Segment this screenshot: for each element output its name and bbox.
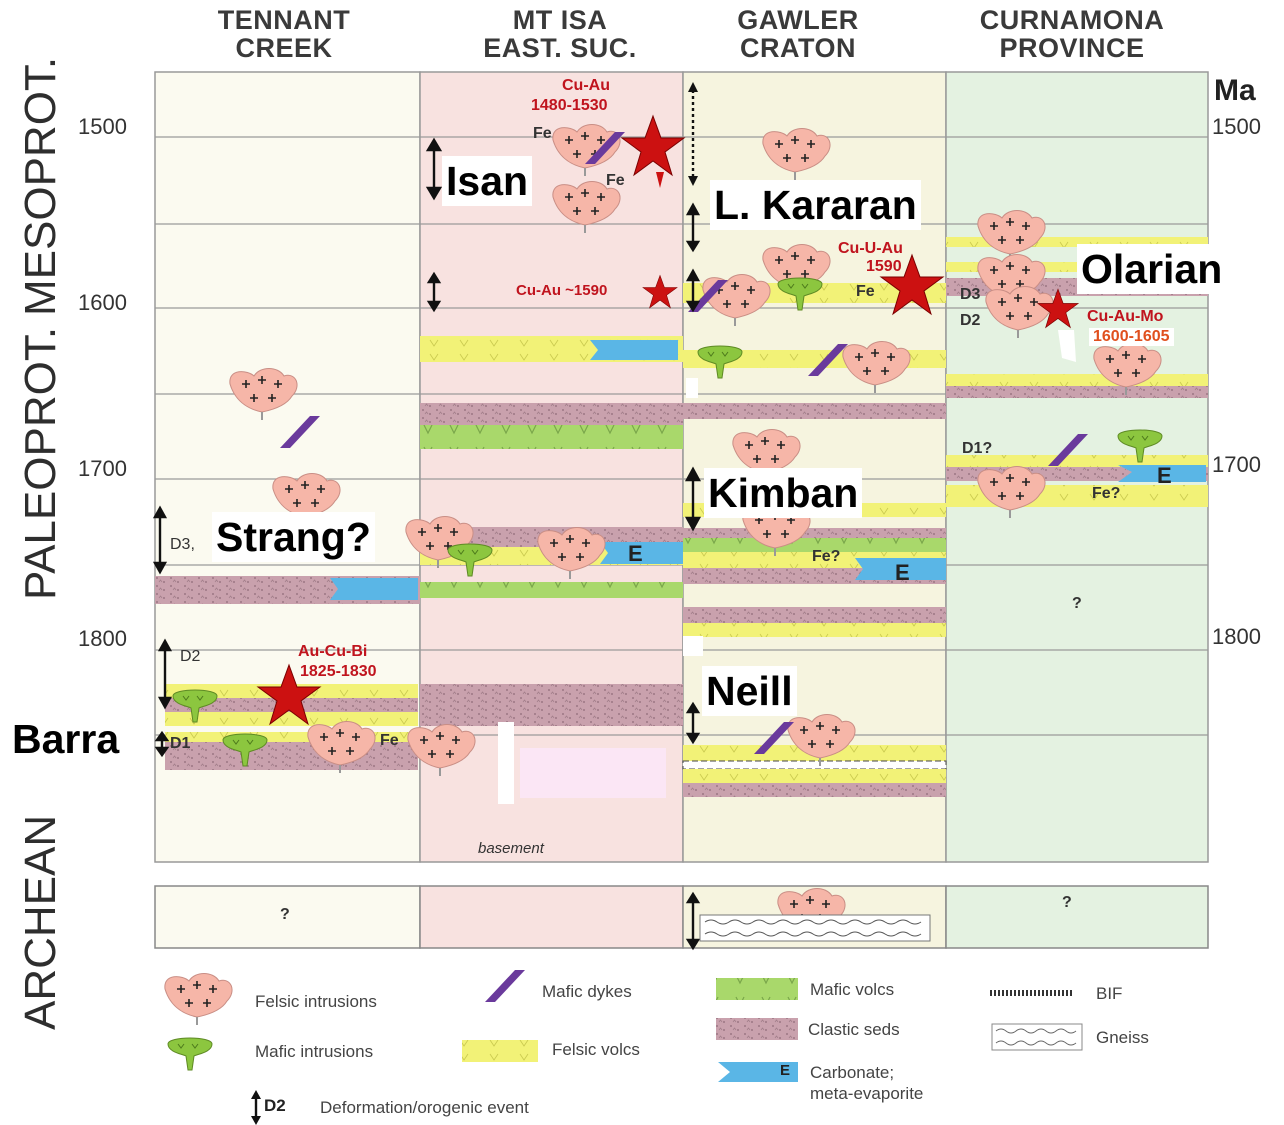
mineral-cu-au-1590: Cu-Au ~1590	[516, 282, 608, 299]
label-question: ?	[280, 906, 290, 923]
label-fe-q: Fe?	[1092, 485, 1121, 502]
mineral-au-cu-bi: Au-Cu-Bi	[298, 643, 368, 660]
header-line: PROVINCE	[999, 33, 1145, 63]
legend-graphics	[165, 970, 1083, 1125]
tick-1500: 1500	[78, 114, 127, 139]
event-barra: Barra	[8, 714, 124, 764]
legend-carbonate: Carbonate;	[810, 1063, 895, 1082]
tick-1600: 1600	[78, 290, 127, 315]
mineral-cu-u-au: Cu-U-Au	[838, 240, 903, 257]
label-fe: Fe	[606, 172, 625, 189]
legend-mafic-volcs: Mafic volcs	[810, 980, 895, 999]
tick-1800: 1800	[78, 626, 127, 651]
legend-meta-evaporite: meta-evaporite	[810, 1084, 924, 1103]
header-line: MT ISA	[512, 5, 608, 35]
legend-felsic-volcs: Felsic volcs	[552, 1040, 640, 1059]
label-d2-tc: D2	[180, 648, 201, 665]
label-d3: D3	[960, 286, 981, 303]
era-paleoproterozoic: PALEOPROT.	[16, 326, 65, 600]
label-question: ?	[1072, 595, 1082, 612]
tick-right-1500: 1500	[1212, 114, 1261, 139]
mineral-cu-au-mo-age: 1600-1605	[1089, 328, 1174, 346]
legend-deformation: Deformation/orogenic event	[320, 1098, 529, 1117]
header-line: CREEK	[235, 33, 333, 63]
legend-bif: BIF	[1096, 984, 1123, 1003]
mineral-cu-au-isa: Cu-Au	[562, 77, 610, 94]
unit-ma: Ma	[1214, 74, 1256, 107]
header-tennant-creek: TENNANT CREEK	[154, 6, 414, 62]
event-neill: Neill	[702, 666, 797, 716]
label-question: ?	[1062, 894, 1072, 911]
header-curnamona: CURNAMONA PROVINCE	[942, 6, 1202, 62]
header-line: TENNANT	[217, 5, 351, 35]
legend-clastic-seds: Clastic seds	[808, 1020, 900, 1039]
tick-1700: 1700	[78, 456, 127, 481]
label-fe: Fe	[380, 732, 399, 749]
legend-mafic-dykes: Mafic dykes	[542, 982, 632, 1001]
legend-d2: D2	[264, 1096, 286, 1115]
event-kimban: Kimban	[704, 468, 863, 518]
label-e: E	[895, 560, 910, 585]
era-archean: ARCHEAN	[16, 814, 65, 1030]
label-d3-tc: D3,	[170, 536, 195, 553]
label-fe-q: Fe?	[812, 548, 841, 565]
tc-column	[154, 71, 421, 863]
header-line: EAST. SUC.	[483, 33, 637, 63]
event-l-kararan: L. Kararan	[710, 180, 921, 230]
event-strang: Strang?	[212, 512, 375, 562]
label-e: E	[628, 541, 643, 566]
label-d2: D2	[960, 312, 981, 329]
header-line: CURNAMONA	[979, 5, 1165, 35]
label-e: E	[1157, 463, 1172, 488]
legend-gneiss: Gneiss	[1096, 1028, 1149, 1047]
tick-right-1800: 1800	[1212, 624, 1261, 649]
header-line: CRATON	[740, 33, 856, 63]
label-fe: Fe	[856, 283, 875, 300]
label-d1-tc: D1	[170, 735, 191, 752]
mineral-au-cu-bi-age: 1825-1830	[300, 663, 377, 680]
header-mt-isa: MT ISA EAST. SUC.	[430, 6, 690, 62]
mineral-cu-au-isa-age: 1480-1530	[531, 97, 608, 114]
tick-right-1700: 1700	[1212, 452, 1261, 477]
mineral-cu-au-mo: Cu-Au-Mo	[1087, 308, 1164, 325]
legend-e: E	[780, 1062, 791, 1079]
label-basement: basement	[478, 840, 544, 857]
header-line: GAWLER	[737, 5, 859, 35]
label-fe: Fe	[533, 125, 552, 142]
label-d1q: D1?	[962, 440, 993, 457]
legend-mafic-intrusions: Mafic intrusions	[255, 1042, 374, 1061]
mineral-cu-u-au-age: 1590	[866, 258, 902, 275]
event-isan: Isan	[442, 156, 533, 206]
era-mesoproterozoic: MESOPROT.	[16, 56, 65, 316]
event-olarian: Olarian	[1077, 244, 1227, 294]
header-gawler: GAWLER CRATON	[668, 6, 928, 62]
legend-felsic-intrusions: Felsic intrusions	[255, 992, 377, 1011]
